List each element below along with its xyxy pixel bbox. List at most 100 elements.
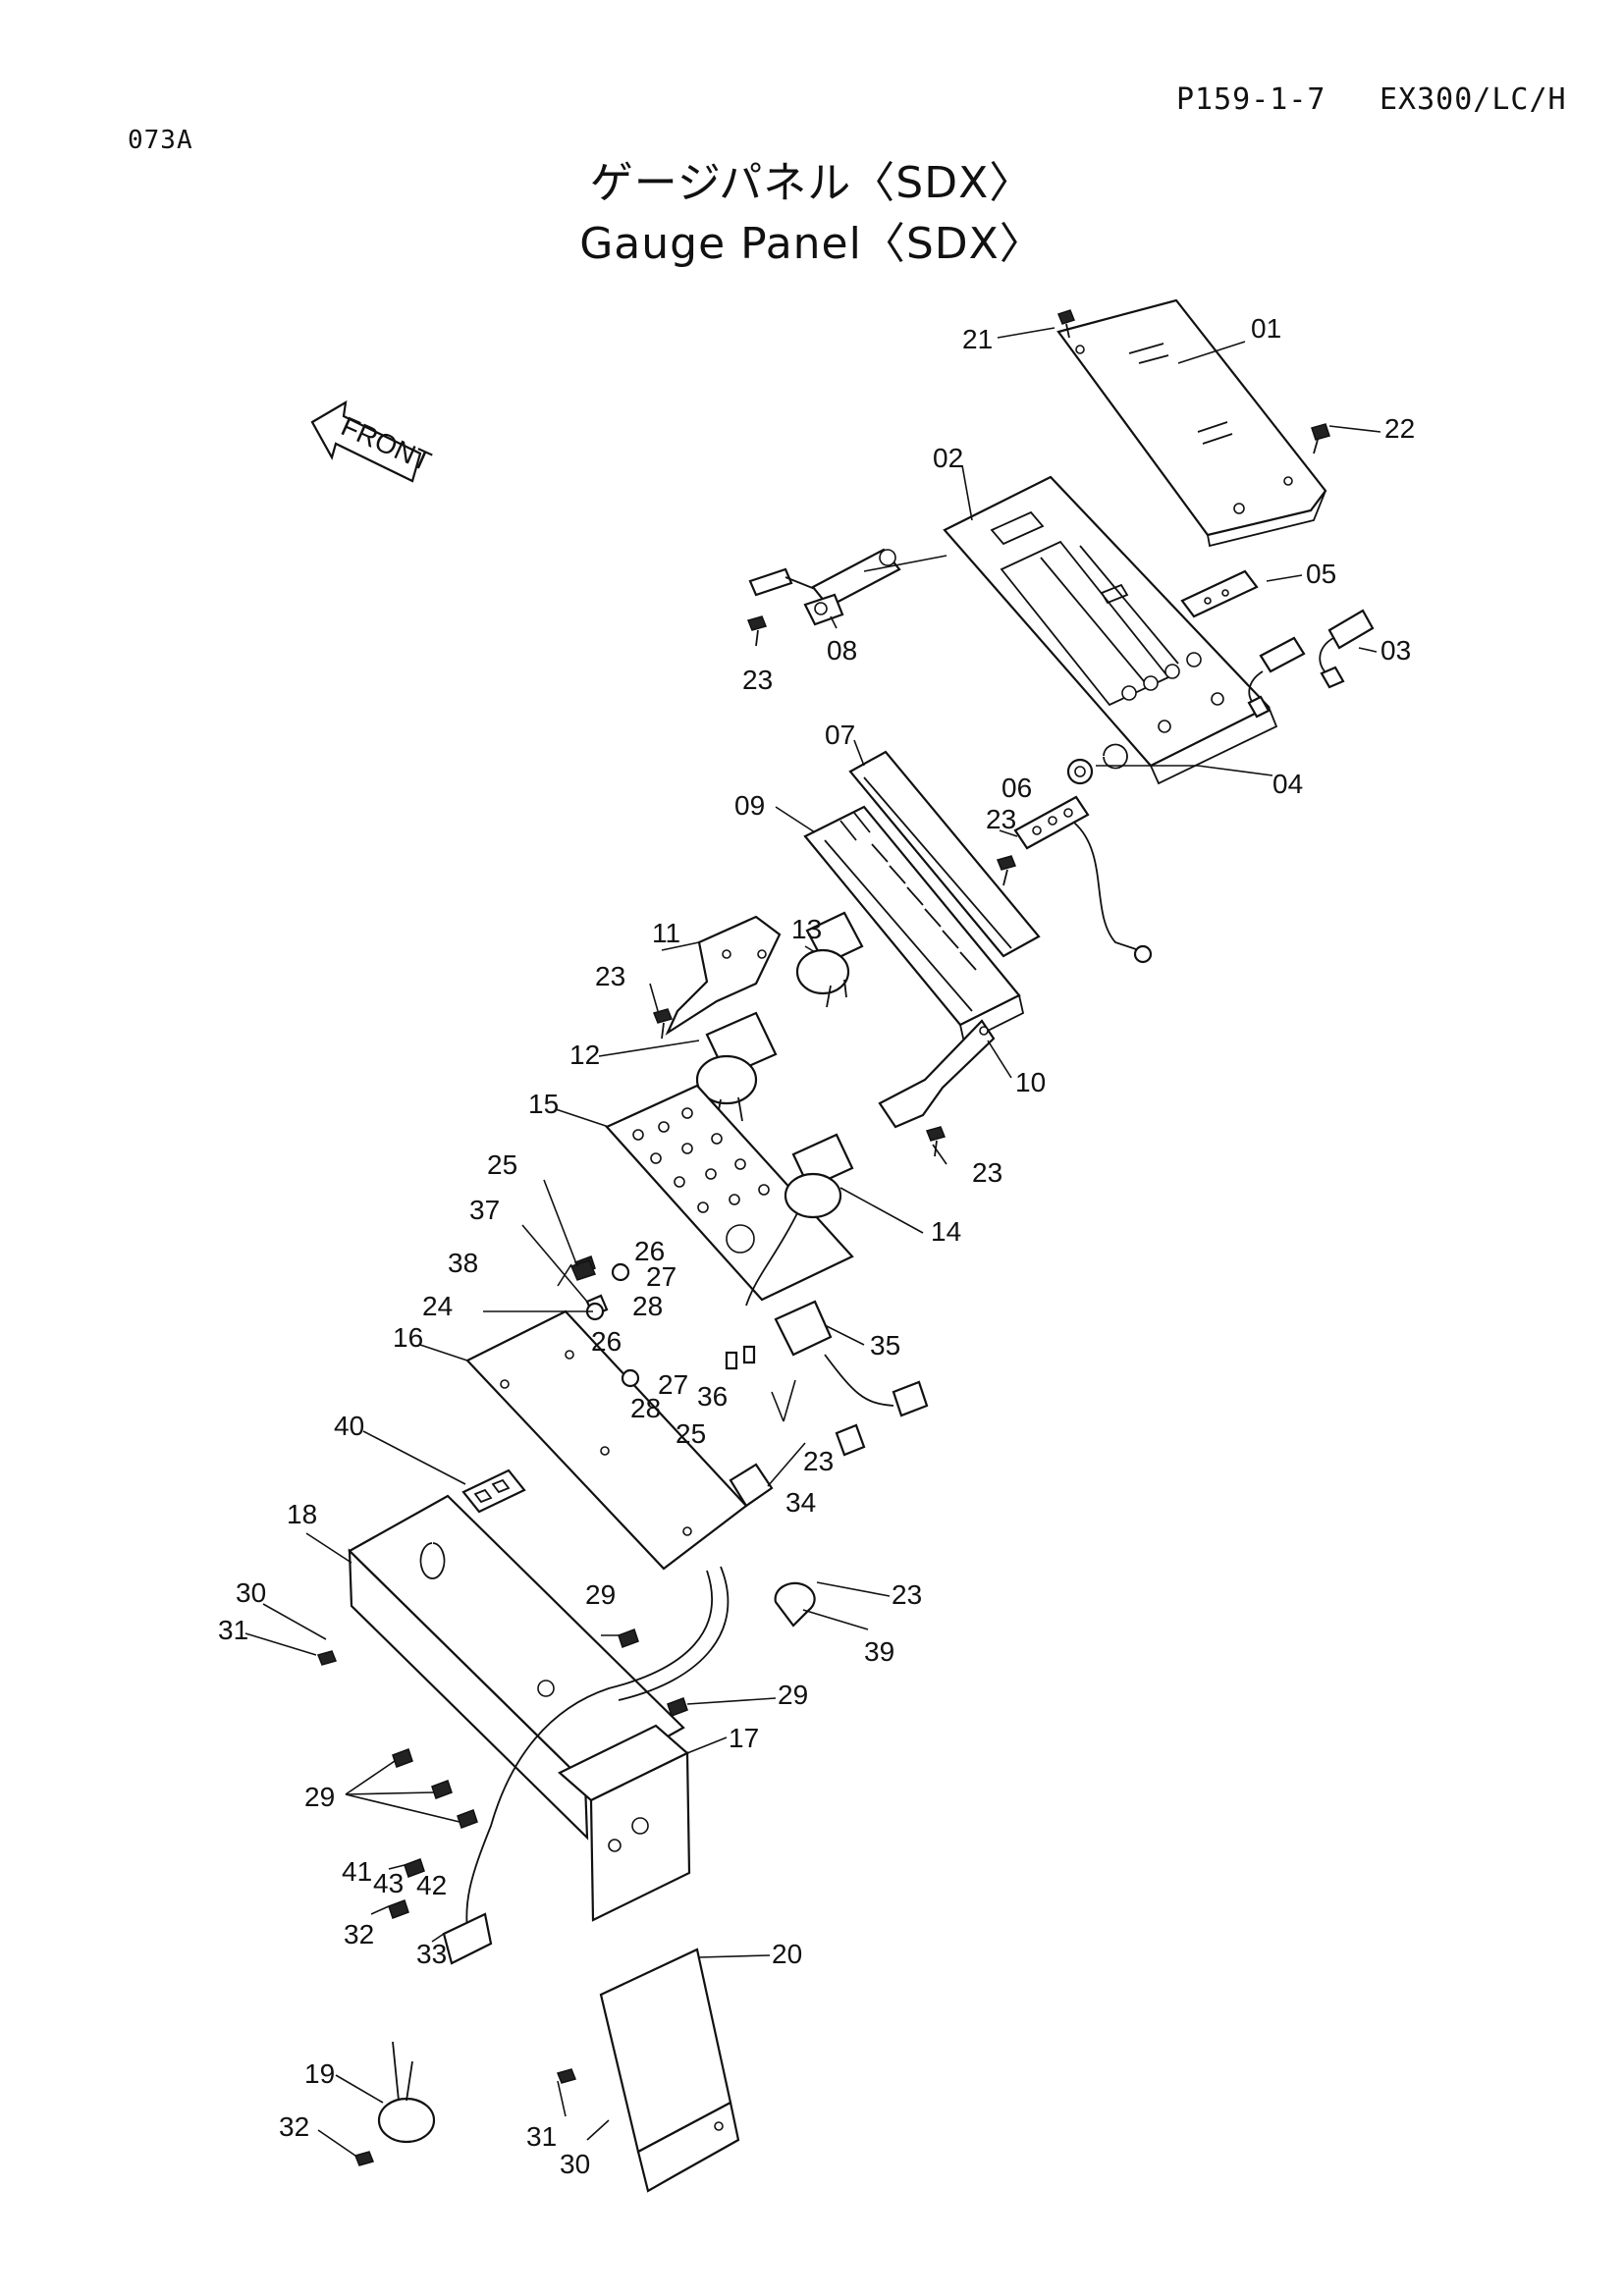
callout-20: 20 xyxy=(772,1939,802,1969)
part-14-gauge xyxy=(745,1133,854,1307)
part-20-bottom-cover xyxy=(599,1948,740,2193)
part-18-case xyxy=(348,1494,685,1841)
callout-05: 05 xyxy=(1306,559,1336,589)
part-34-clip xyxy=(729,1463,774,1508)
part-19-buzzer xyxy=(377,2041,436,2144)
callout-41: 41 xyxy=(342,1856,372,1887)
screw-21-icon xyxy=(1057,309,1075,339)
callout-28b: 28 xyxy=(630,1393,661,1423)
callout-07: 07 xyxy=(825,720,855,750)
callout-labels: 01 21 22 02 05 03 08 23 04 07 06 09 23 1… xyxy=(218,313,1415,2179)
callout-37: 37 xyxy=(469,1195,500,1225)
callout-23c: 23 xyxy=(595,961,625,991)
callout-16: 16 xyxy=(393,1322,423,1353)
callout-23b: 23 xyxy=(986,804,1016,834)
drawing-code: 073A xyxy=(128,126,193,155)
part-10-bracket xyxy=(878,1019,996,1129)
part-33-clamp xyxy=(442,1912,493,1965)
washer-28-icon xyxy=(611,1262,640,1388)
callout-32a: 32 xyxy=(344,1919,374,1949)
part-12-gauge xyxy=(695,1011,778,1122)
callout-26b: 26 xyxy=(591,1326,622,1357)
callout-23e: 23 xyxy=(803,1446,834,1476)
title-english: Gauge Panel〈SDX〉 xyxy=(579,219,1044,269)
callout-11: 11 xyxy=(652,918,680,948)
leader-lines xyxy=(244,327,1381,2157)
page-reference: P159-1-7 xyxy=(1176,82,1326,117)
callout-23a: 23 xyxy=(742,665,773,695)
callout-17: 17 xyxy=(729,1723,759,1753)
callout-38: 38 xyxy=(448,1248,478,1278)
callout-22: 22 xyxy=(1384,413,1415,444)
callout-01: 01 xyxy=(1251,313,1281,344)
callout-23d: 23 xyxy=(972,1157,1002,1188)
callout-02: 02 xyxy=(933,443,963,473)
callout-12: 12 xyxy=(569,1040,600,1070)
callout-18: 18 xyxy=(287,1499,317,1529)
callout-31b: 31 xyxy=(526,2121,557,2152)
callout-34: 34 xyxy=(785,1487,816,1518)
part-06-lamp-socket xyxy=(1013,795,1153,964)
screw-29-icon xyxy=(392,1629,688,1829)
callout-10: 10 xyxy=(1015,1067,1046,1097)
part-09-indicator-block xyxy=(803,805,1025,1044)
callout-26a: 26 xyxy=(634,1236,665,1266)
callout-36: 36 xyxy=(697,1381,728,1412)
callout-25a: 25 xyxy=(487,1149,517,1180)
callout-08: 08 xyxy=(827,635,857,666)
title-japanese: ゲージパネル〈SDX〉 xyxy=(589,158,1034,208)
callout-42: 42 xyxy=(416,1870,447,1900)
callout-06: 06 xyxy=(1001,773,1032,803)
part-08-switch xyxy=(748,548,901,626)
model-number: EX300/LC/H xyxy=(1380,82,1567,117)
callout-23f: 23 xyxy=(892,1579,922,1610)
screw-32-icon xyxy=(353,1899,409,2166)
part-35-connector xyxy=(774,1300,929,1457)
screw-22-icon xyxy=(1311,423,1330,454)
callout-33: 33 xyxy=(416,1939,447,1969)
callout-32b: 32 xyxy=(279,2111,309,2142)
callout-40: 40 xyxy=(334,1411,364,1441)
part-11-bracket xyxy=(665,915,782,1036)
part-07-indicator-strip xyxy=(848,750,1041,958)
part-13-gauge xyxy=(795,911,864,1008)
part-02-housing xyxy=(943,475,1278,785)
screw-41-icon xyxy=(404,1858,425,1878)
part-17-bracket xyxy=(558,1724,691,1922)
callout-13: 13 xyxy=(791,914,822,944)
callout-19: 19 xyxy=(304,2058,335,2089)
part-39-clip xyxy=(774,1581,816,1628)
callout-24: 24 xyxy=(422,1291,453,1321)
screw-23-icon xyxy=(652,1008,674,1040)
callout-29b: 29 xyxy=(778,1680,808,1710)
callout-29a: 29 xyxy=(585,1579,616,1610)
part-15-mounting-plate xyxy=(605,1084,854,1302)
callout-39: 39 xyxy=(864,1636,894,1667)
callout-15: 15 xyxy=(528,1089,559,1119)
wire-harness xyxy=(465,1566,730,1945)
callout-25b: 25 xyxy=(676,1418,706,1449)
screw-23-icon xyxy=(996,855,1017,886)
callout-21: 21 xyxy=(962,324,993,354)
connector-38-icon xyxy=(566,1258,569,1266)
callout-30a: 30 xyxy=(236,1577,266,1608)
front-arrow-icon: FRONT xyxy=(310,400,436,483)
callout-14: 14 xyxy=(931,1216,961,1247)
callout-35: 35 xyxy=(870,1330,900,1361)
callout-09: 09 xyxy=(734,790,765,821)
screw-23-icon xyxy=(925,1126,947,1157)
screw-36-icon xyxy=(725,1345,756,1370)
callout-04: 04 xyxy=(1272,769,1303,799)
part-01-cover xyxy=(1056,298,1327,548)
part-16-base-plate xyxy=(465,1309,748,1571)
callout-30b: 30 xyxy=(560,2149,590,2179)
part-05-plate xyxy=(1180,569,1259,618)
callout-31a: 31 xyxy=(218,1615,248,1645)
part-04-lamp-assembly xyxy=(1066,743,1128,785)
screw-23-icon xyxy=(746,615,768,647)
part-40-switch xyxy=(461,1468,526,1514)
callout-27a: 27 xyxy=(646,1261,676,1292)
callout-29c: 29 xyxy=(304,1782,335,1812)
callout-03: 03 xyxy=(1380,635,1411,666)
